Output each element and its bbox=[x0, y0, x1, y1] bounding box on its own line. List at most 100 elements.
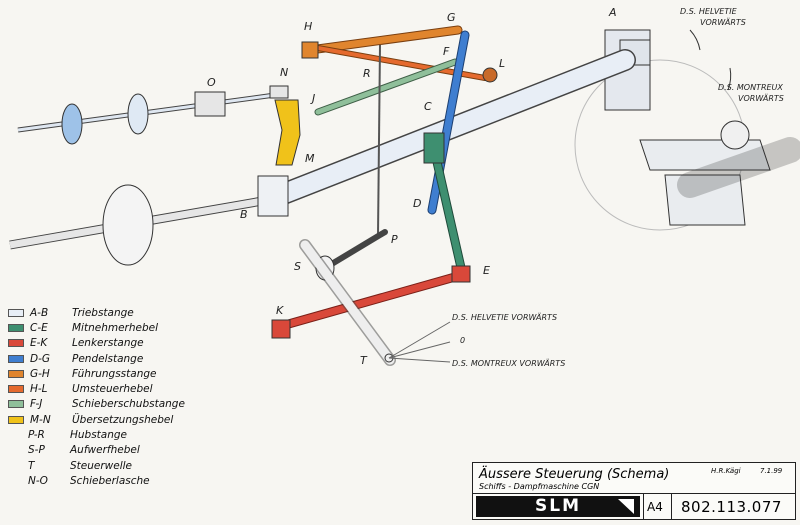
upper-piston-2 bbox=[127, 93, 149, 135]
legend-swatch bbox=[8, 478, 22, 484]
drawing-number: 802.113.077 bbox=[681, 498, 782, 516]
legend-code: F-J bbox=[30, 398, 43, 411]
label-point-m: M bbox=[305, 152, 315, 165]
label-point-f: F bbox=[443, 45, 450, 58]
legend-name: Pendelstange bbox=[72, 352, 144, 365]
paper-size: A4 bbox=[647, 500, 663, 514]
legend-code: G-H bbox=[30, 367, 50, 380]
label-point-a: A bbox=[608, 6, 617, 19]
main-shaft bbox=[677, 137, 800, 198]
logo-triangle-icon bbox=[618, 499, 634, 514]
legend-code: N-O bbox=[28, 474, 48, 487]
shaft-t-steuerwelle-fill bbox=[300, 240, 395, 365]
legend-name: Hubstange bbox=[70, 429, 128, 442]
note-montreux-bottom: D.S. MONTREUX VORWÄRTS bbox=[452, 358, 565, 368]
dir-line-helvetie bbox=[388, 321, 451, 359]
valve-guide bbox=[194, 91, 226, 117]
title-block: Äussere Steuerung (Schema) Schiffs - Dam… bbox=[472, 462, 796, 520]
rod-pr-hubstange bbox=[377, 44, 381, 236]
legend: A-B Triebstange C-E Mitnehmerhebel E-K Lenk… bbox=[8, 305, 228, 489]
label-point-d: D bbox=[413, 197, 421, 210]
joint-k-block bbox=[271, 319, 291, 339]
lower-cylinder bbox=[102, 184, 154, 266]
label-point-e: E bbox=[483, 264, 490, 277]
drawing-subtitle: Schiffs - Dampfmaschine CGN bbox=[479, 482, 600, 491]
legend-code: D-G bbox=[30, 352, 51, 365]
legend-row: F-J Schieberschubstange bbox=[8, 397, 228, 412]
slm-logo: SLM bbox=[476, 496, 640, 517]
upper-piston-1 bbox=[61, 103, 83, 145]
note-helvetie-top-2: VORWÄRTS bbox=[700, 17, 746, 27]
legend-name: Lenkerstange bbox=[72, 337, 144, 350]
shaft-end bbox=[720, 120, 750, 150]
note-montreux-top-1: D.S. MONTREUX bbox=[718, 83, 783, 92]
crank-lower-block bbox=[664, 174, 746, 226]
label-point-p: P bbox=[391, 233, 398, 246]
legend-code: A-B bbox=[30, 306, 49, 319]
rod-gh-fuehrungsstange bbox=[306, 26, 462, 54]
legend-name: Steuerwelle bbox=[70, 459, 133, 472]
legend-swatch bbox=[8, 415, 24, 424]
title-block-divider bbox=[643, 493, 644, 519]
rod-fj-schieberschubstange bbox=[315, 59, 458, 115]
arrow-montreux bbox=[727, 67, 732, 91]
legend-row: E-K Lenkerstange bbox=[8, 336, 228, 351]
title-block-divider bbox=[671, 493, 672, 519]
dir-line-zero bbox=[388, 341, 451, 359]
legend-code: C-E bbox=[30, 321, 48, 334]
legend-code: E-K bbox=[30, 337, 48, 350]
drawing-date: 7.1.99 bbox=[760, 467, 783, 475]
drawing-author: H.R.Kägi bbox=[711, 467, 741, 475]
rod-ek-lenkerstange bbox=[281, 271, 466, 329]
label-point-r: R bbox=[363, 67, 371, 80]
legend-swatch bbox=[8, 463, 22, 469]
legend-name: Führungsstange bbox=[72, 367, 157, 380]
note-montreux-top-2: VORWÄRTS bbox=[738, 93, 784, 103]
legend-swatch bbox=[8, 323, 24, 332]
legend-swatch bbox=[8, 447, 22, 453]
legend-swatch bbox=[8, 385, 24, 394]
arrow-helvetie bbox=[689, 29, 701, 51]
label-point-t: T bbox=[360, 354, 368, 367]
note-zero: 0 bbox=[460, 336, 465, 345]
legend-name: Triebstange bbox=[72, 306, 134, 319]
legend-swatch bbox=[8, 369, 24, 378]
dir-line-montreux bbox=[388, 357, 451, 363]
legend-name: Übersetzungshebel bbox=[72, 413, 174, 426]
legend-row: A-B Triebstange bbox=[8, 305, 228, 320]
legend-name: Mitnehmerhebel bbox=[72, 321, 159, 334]
legend-row: G-H Führungsstange bbox=[8, 366, 228, 381]
note-helvetie-bottom: D.S. HELVETIE VORWÄRTS bbox=[452, 312, 557, 322]
lever-sp-aufwerfhebel bbox=[322, 229, 388, 271]
label-point-j: J bbox=[310, 92, 315, 105]
legend-code: H-L bbox=[30, 383, 48, 396]
piston-rods bbox=[9, 85, 289, 266]
label-point-l: L bbox=[499, 57, 505, 70]
label-point-g: G bbox=[447, 11, 456, 24]
legend-swatch bbox=[8, 354, 24, 363]
label-point-s: S bbox=[294, 260, 301, 273]
legend-swatch bbox=[8, 432, 22, 438]
legend-swatch bbox=[8, 308, 24, 317]
label-point-o: O bbox=[207, 76, 216, 89]
logo-text: SLM bbox=[535, 496, 581, 516]
valve-rod-end bbox=[269, 85, 289, 99]
eccentric-c bbox=[423, 132, 445, 164]
label-point-c: C bbox=[424, 100, 432, 113]
joint-e-block bbox=[451, 265, 471, 283]
drawing-title: Äussere Steuerung (Schema) bbox=[479, 467, 670, 482]
label-point-n: N bbox=[280, 66, 288, 79]
legend-swatch bbox=[8, 400, 24, 409]
legend-name: Aufwerfhebel bbox=[70, 444, 140, 457]
legend-name: Schieberschubstange bbox=[72, 398, 185, 411]
label-point-k: K bbox=[276, 304, 284, 317]
crank-assembly bbox=[574, 29, 800, 231]
